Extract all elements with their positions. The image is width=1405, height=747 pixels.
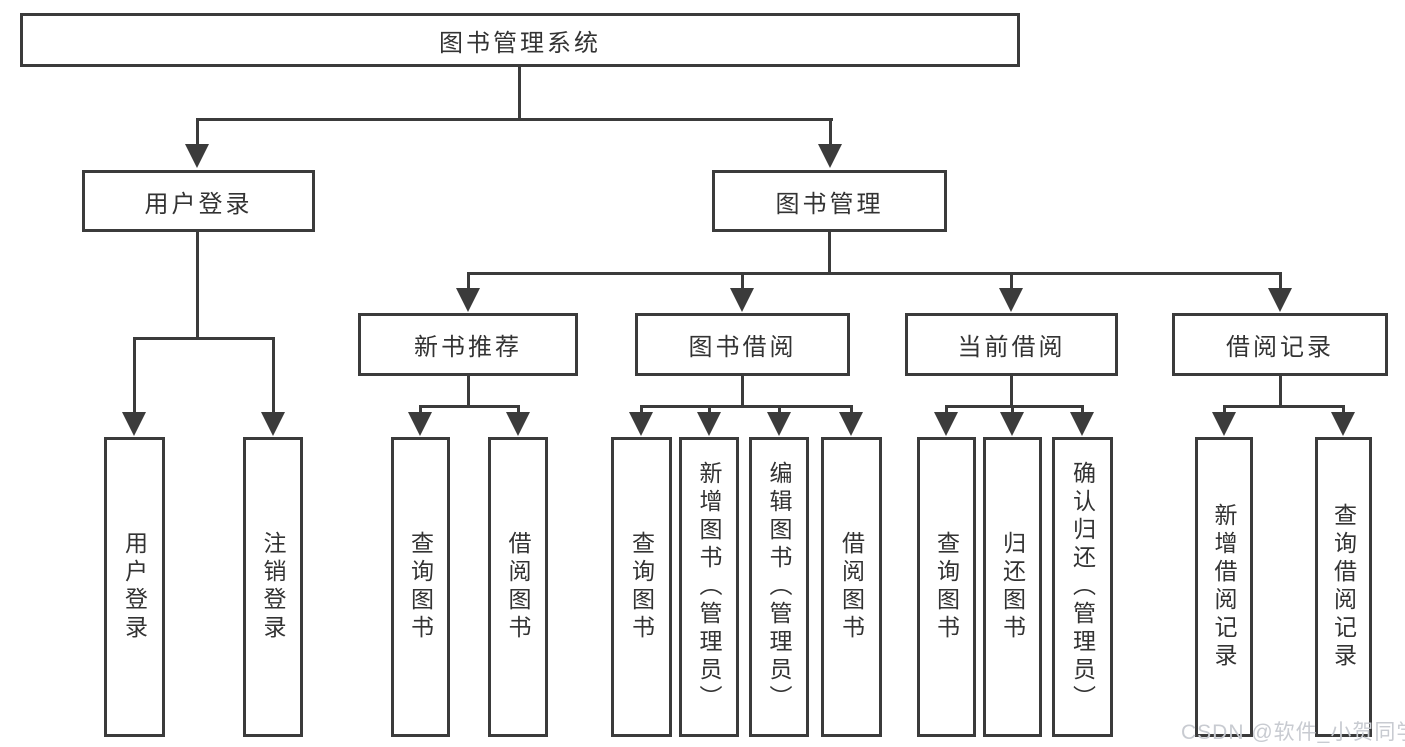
arrow-down-icon — [261, 412, 285, 436]
connector-line — [518, 67, 521, 118]
connector-line — [828, 232, 831, 272]
arrow-down-icon — [1070, 412, 1094, 436]
arrow-down-icon — [839, 412, 863, 436]
connector-line — [419, 405, 422, 414]
node-leaf-add-book-admin: 新增图书（管理员） — [679, 437, 739, 737]
connector-line — [945, 405, 1084, 408]
connector-line — [741, 376, 744, 405]
arrow-down-icon — [1000, 412, 1024, 436]
node-library-system: 图书管理系统 — [20, 13, 1020, 67]
node-leaf-user-login: 用户登录 — [104, 437, 165, 737]
connector-line — [1010, 272, 1013, 290]
connector-line — [196, 118, 833, 121]
connector-line — [1279, 376, 1282, 405]
node-book-borrow: 图书借阅 — [635, 313, 850, 376]
connector-line — [272, 337, 275, 414]
node-leaf-query-borrow-record: 查询借阅记录 — [1315, 437, 1372, 737]
node-leaf-add-borrow-record: 新增借阅记录 — [1195, 437, 1253, 737]
arrow-down-icon — [1212, 412, 1236, 436]
connector-line — [196, 118, 199, 146]
node-borrow-records: 借阅记录 — [1172, 313, 1388, 376]
arrow-down-icon — [185, 144, 209, 168]
connector-line — [196, 232, 199, 337]
arrow-down-icon — [408, 412, 432, 436]
connector-line — [1223, 405, 1226, 414]
node-leaf-query-books-current: 查询图书 — [917, 437, 976, 737]
connector-line — [419, 405, 520, 408]
arrow-down-icon — [1268, 288, 1292, 312]
csdn-watermark: CSDN @软件_小贺同学 — [1181, 721, 1405, 744]
arrow-down-icon — [629, 412, 653, 436]
arrow-down-icon — [1331, 412, 1355, 436]
connector-line — [1342, 405, 1345, 414]
arrow-down-icon — [506, 412, 530, 436]
node-leaf-edit-book-admin: 编辑图书（管理员） — [749, 437, 809, 737]
connector-line — [640, 405, 643, 414]
arrow-down-icon — [730, 288, 754, 312]
node-current-borrow: 当前借阅 — [905, 313, 1118, 376]
arrow-down-icon — [122, 412, 146, 436]
arrow-down-icon — [999, 288, 1023, 312]
arrow-down-icon — [697, 412, 721, 436]
node-book-management: 图书管理 — [712, 170, 947, 232]
connector-line — [945, 405, 948, 414]
node-leaf-logout: 注销登录 — [243, 437, 303, 737]
connector-line — [133, 337, 275, 340]
connector-line — [467, 376, 470, 405]
node-leaf-return-book: 归还图书 — [983, 437, 1042, 737]
node-leaf-borrow-books-recommend: 借阅图书 — [488, 437, 548, 737]
node-leaf-confirm-return-admin: 确认归还（管理员） — [1052, 437, 1113, 737]
connector-line — [1010, 376, 1013, 405]
arrow-down-icon — [818, 144, 842, 168]
connector-line — [1223, 405, 1345, 408]
connector-line — [517, 405, 520, 414]
connector-line — [640, 405, 853, 408]
node-user-login: 用户登录 — [82, 170, 315, 232]
arrow-down-icon — [767, 412, 791, 436]
connector-line — [1011, 405, 1014, 414]
connector-line — [708, 405, 711, 414]
connector-line — [1279, 272, 1282, 290]
node-new-book-recommend: 新书推荐 — [358, 313, 578, 376]
connector-line — [741, 272, 744, 290]
connector-line — [778, 405, 781, 414]
arrow-down-icon — [934, 412, 958, 436]
connector-line — [467, 272, 470, 290]
node-leaf-query-books-borrow: 查询图书 — [611, 437, 672, 737]
connector-line — [133, 337, 136, 414]
node-leaf-query-books-recommend: 查询图书 — [391, 437, 450, 737]
arrow-down-icon — [456, 288, 480, 312]
connector-line — [850, 405, 853, 414]
connector-line — [467, 272, 1282, 275]
connector-line — [1081, 405, 1084, 414]
node-leaf-borrow-books: 借阅图书 — [821, 437, 882, 737]
connector-line — [829, 118, 832, 146]
